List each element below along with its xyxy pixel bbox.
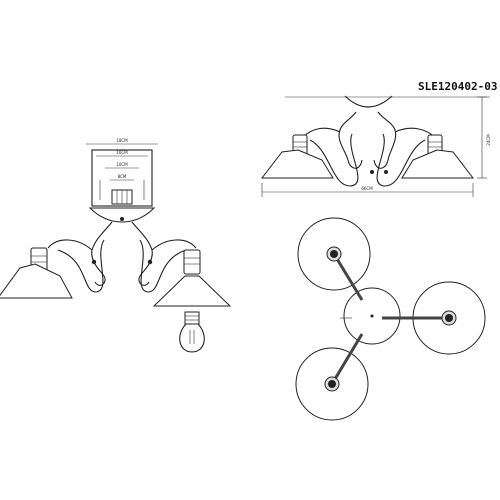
dim-plate-outer: 18CM <box>116 138 128 143</box>
bulb <box>179 323 205 353</box>
canopy-front <box>88 207 156 223</box>
model-code: SLE120402-03 <box>418 80 497 93</box>
socket-right-front <box>183 249 201 275</box>
dim-width: 66CM <box>361 186 373 191</box>
top-view <box>295 217 486 421</box>
dim-plate-inner-3: 8CM <box>118 174 127 179</box>
dim-height: 24CM <box>486 134 491 146</box>
shade-right-side <box>401 149 475 179</box>
dim-plate-inner-2: 10CM <box>116 162 128 167</box>
side-view: 66CM 24CM <box>260 95 491 197</box>
front-view: 18CM 16CM 10CM 8CM <box>0 138 232 353</box>
shade-left-front <box>0 263 73 299</box>
mounting-plate <box>91 149 153 207</box>
dim-plate-inner-1: 16CM <box>116 150 128 155</box>
shade-left-side <box>260 149 334 179</box>
canopy-side <box>344 95 393 108</box>
shade-right-front <box>152 275 232 307</box>
bulb-base <box>184 311 200 325</box>
